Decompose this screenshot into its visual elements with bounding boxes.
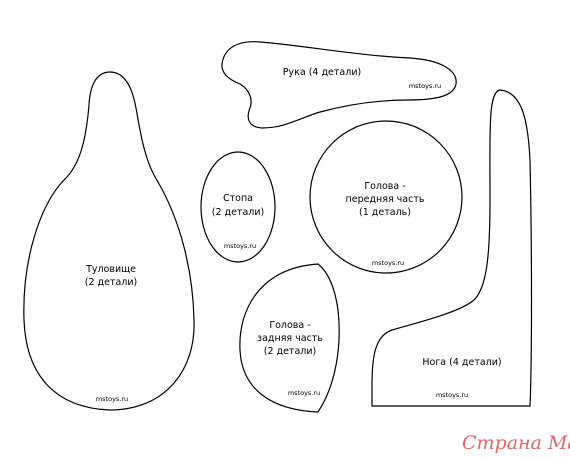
watermark-logo: Страна Мам — [462, 432, 570, 454]
arm-piece: Рука (4 детали) mstoys.ru — [221, 41, 457, 129]
head-back-label-2: задняя часть — [257, 333, 323, 344]
body-label-2: (2 детали) — [85, 277, 138, 288]
head-back-label-3: (2 детали) — [264, 346, 317, 357]
body-site-label: mstoys.ru — [96, 395, 128, 403]
head-front-label-3: (1 деталь) — [359, 207, 411, 218]
foot-label-2: (2 детали) — [212, 207, 265, 218]
head-back-label-1: Голова - — [269, 320, 310, 331]
body-piece: Туловище (2 детали) mstoys.ru — [23, 71, 195, 411]
arm-site-label: mstoys.ru — [409, 82, 441, 90]
head-front-site-label: mstoys.ru — [372, 259, 404, 267]
head-back-piece: Голова - задняя часть (2 детали) mstoys.… — [239, 263, 340, 413]
leg-label: Нога (4 детали) — [422, 357, 501, 368]
arm-label: Рука (4 детали) — [283, 67, 361, 78]
foot-site-label: mstoys.ru — [224, 242, 256, 250]
head-front-label-1: Голова - — [364, 181, 405, 192]
foot-label-1: Стопа — [223, 193, 253, 204]
body-label-1: Туловище — [85, 264, 136, 275]
head-front-label-2: передняя часть — [346, 194, 425, 205]
leg-site-label: mstoys.ru — [436, 391, 468, 399]
foot-piece: Стопа (2 детали) mstoys.ru — [200, 151, 276, 263]
head-back-site-label: mstoys.ru — [288, 389, 320, 397]
head-front-piece: Голова - передняя часть (1 деталь) mstoy… — [309, 120, 463, 274]
leg-piece: Нога (4 детали) mstoys.ru — [371, 89, 533, 407]
